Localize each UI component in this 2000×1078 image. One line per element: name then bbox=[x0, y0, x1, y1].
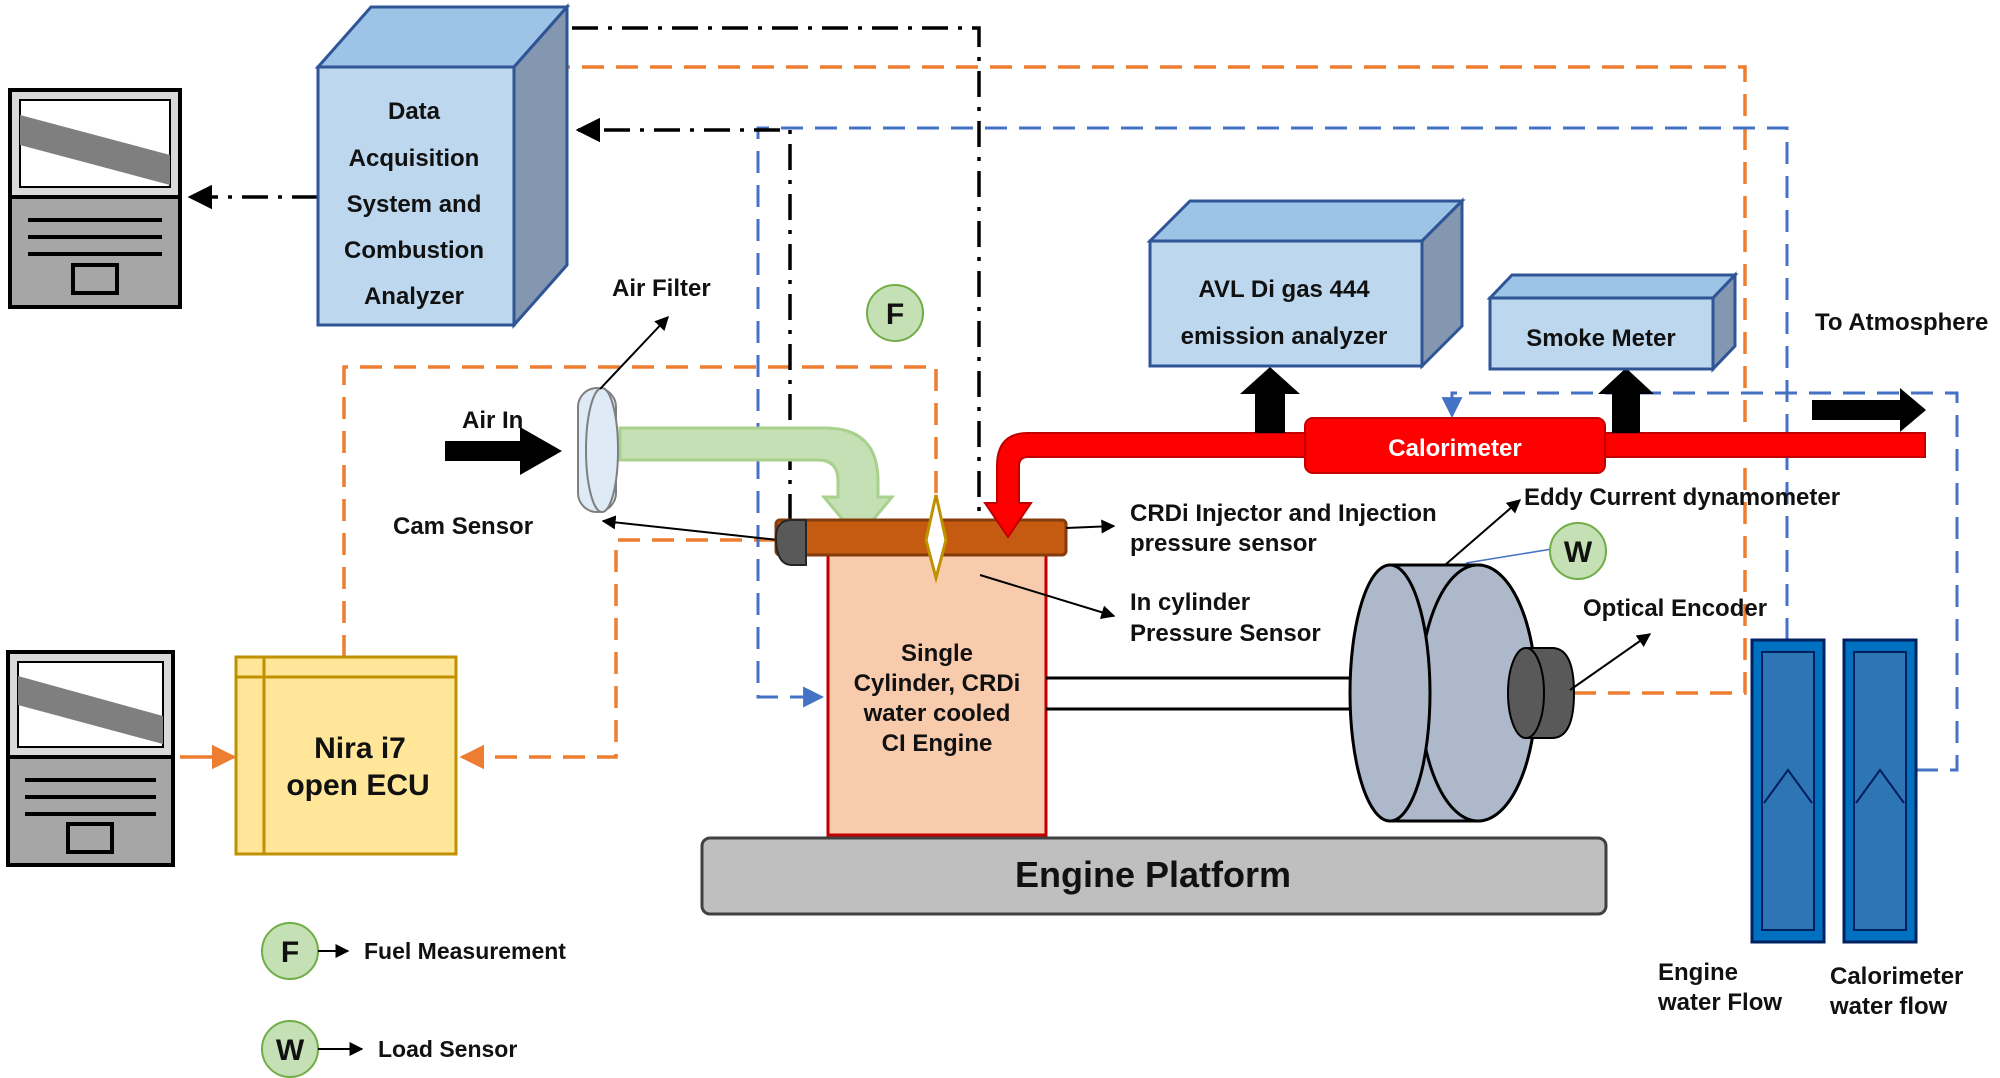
daq-label-line4: Combustion bbox=[344, 237, 484, 264]
air-filter-icon bbox=[577, 387, 619, 513]
air-in-label: Air In bbox=[462, 407, 523, 434]
ecu-box: Nira i7 open ECU bbox=[234, 655, 458, 856]
in-cylinder-label-line2: Pressure Sensor bbox=[1130, 620, 1321, 647]
optical-encoder-label: Optical Encoder bbox=[1583, 595, 1767, 622]
smoke-meter-label: Smoke Meter bbox=[1526, 325, 1675, 352]
blue-signal-lines bbox=[756, 126, 1959, 772]
emission-analyzer-box: AVL Di gas 444 emission analyzer bbox=[1146, 197, 1466, 370]
to-atmosphere-label: To Atmosphere bbox=[1815, 309, 1988, 336]
daq-label-line3: System and bbox=[347, 191, 482, 218]
calorimeter-label: Calorimeter bbox=[1388, 435, 1521, 462]
optical-encoder-icon bbox=[1507, 647, 1576, 739]
calorimeter-water-label-line1: Calorimeter bbox=[1830, 963, 1963, 990]
avl-label-line2: emission analyzer bbox=[1181, 323, 1388, 350]
orange-signal-lines bbox=[342, 54, 1747, 770]
in-cylinder-pointer bbox=[979, 574, 1116, 620]
engine-label-line2: Cylinder, CRDi bbox=[854, 670, 1021, 697]
cam-sensor-pointer bbox=[601, 515, 779, 541]
crdi-pointer bbox=[1065, 519, 1116, 534]
legend-load-label: Load Sensor bbox=[378, 1036, 517, 1062]
ecu-label-line1: Nira i7 bbox=[314, 732, 406, 765]
crdi-label-line2: pressure sensor bbox=[1130, 530, 1317, 557]
atmosphere-arrow bbox=[1812, 388, 1926, 432]
engine-platform-label: Engine Platform bbox=[1015, 854, 1291, 895]
crdi-label-line1: CRDi Injector and Injection bbox=[1130, 500, 1437, 527]
daq-label-line5: Analyzer bbox=[364, 283, 464, 310]
engine-label-line1: Single bbox=[901, 640, 973, 667]
load-sensor-icon bbox=[1549, 522, 1607, 580]
cylinder-head bbox=[774, 518, 1068, 557]
intake-pipe bbox=[618, 426, 896, 541]
injector-icon bbox=[924, 494, 948, 584]
engine-label-line3: water cooled bbox=[863, 700, 1011, 727]
load-sensor-pointer bbox=[1465, 548, 1553, 564]
legend-fuel-symbol: F bbox=[281, 936, 299, 969]
legend-load-symbol: W bbox=[276, 1034, 305, 1067]
engine-label-line4: CI Engine bbox=[882, 730, 993, 757]
air-filter-pointer bbox=[599, 315, 669, 390]
smoke-arrow bbox=[1598, 368, 1654, 433]
daq-label-line1: Data bbox=[388, 98, 441, 125]
fuel-symbol-label: F bbox=[886, 298, 904, 331]
air-in-arrow bbox=[445, 427, 562, 475]
eddy-current-label: Eddy Current dynamometer bbox=[1524, 484, 1840, 511]
in-cylinder-label-line1: In cylinder bbox=[1130, 589, 1250, 616]
daq-label-line2: Acquisition bbox=[349, 145, 480, 172]
cam-sensor-label: Cam Sensor bbox=[393, 513, 533, 540]
optical-encoder-pointer bbox=[1569, 633, 1652, 691]
engine-water-label-line1: Engine bbox=[1658, 959, 1738, 986]
engine-block bbox=[826, 553, 1048, 837]
avl-label-line1: AVL Di gas 444 bbox=[1198, 276, 1370, 303]
eddy-current-pointer bbox=[1444, 499, 1522, 566]
calorimeter-water-label-line2: water flow bbox=[1829, 993, 1948, 1020]
calorimeter-water-flow-meter bbox=[1842, 638, 1918, 944]
legend: F Fuel Measurement W Load Sensor bbox=[261, 922, 566, 1078]
air-filter-label: Air Filter bbox=[612, 275, 711, 302]
load-symbol-label: W bbox=[1564, 536, 1593, 569]
emission-arrow bbox=[1240, 367, 1300, 433]
engine-platform bbox=[700, 836, 1608, 916]
dynamometer-icon bbox=[1348, 563, 1538, 823]
engine-shaft bbox=[1046, 676, 1352, 711]
fuel-measurement-icon bbox=[866, 284, 924, 342]
smoke-meter-box: Smoke Meter bbox=[1486, 271, 1739, 373]
engine-water-flow-meter bbox=[1750, 638, 1826, 944]
engine-water-label-line2: water Flow bbox=[1657, 989, 1782, 1016]
legend-fuel-label: Fuel Measurement bbox=[364, 938, 566, 964]
data-acquisition-box: Data Acquisition System and Combustion A… bbox=[314, 3, 571, 329]
laptop-icon-bottom bbox=[6, 650, 175, 867]
ecu-label-line2: open ECU bbox=[286, 769, 429, 802]
laptop-icon-top bbox=[8, 88, 182, 309]
calorimeter-box bbox=[1304, 417, 1606, 474]
cam-sensor-icon bbox=[774, 519, 807, 566]
